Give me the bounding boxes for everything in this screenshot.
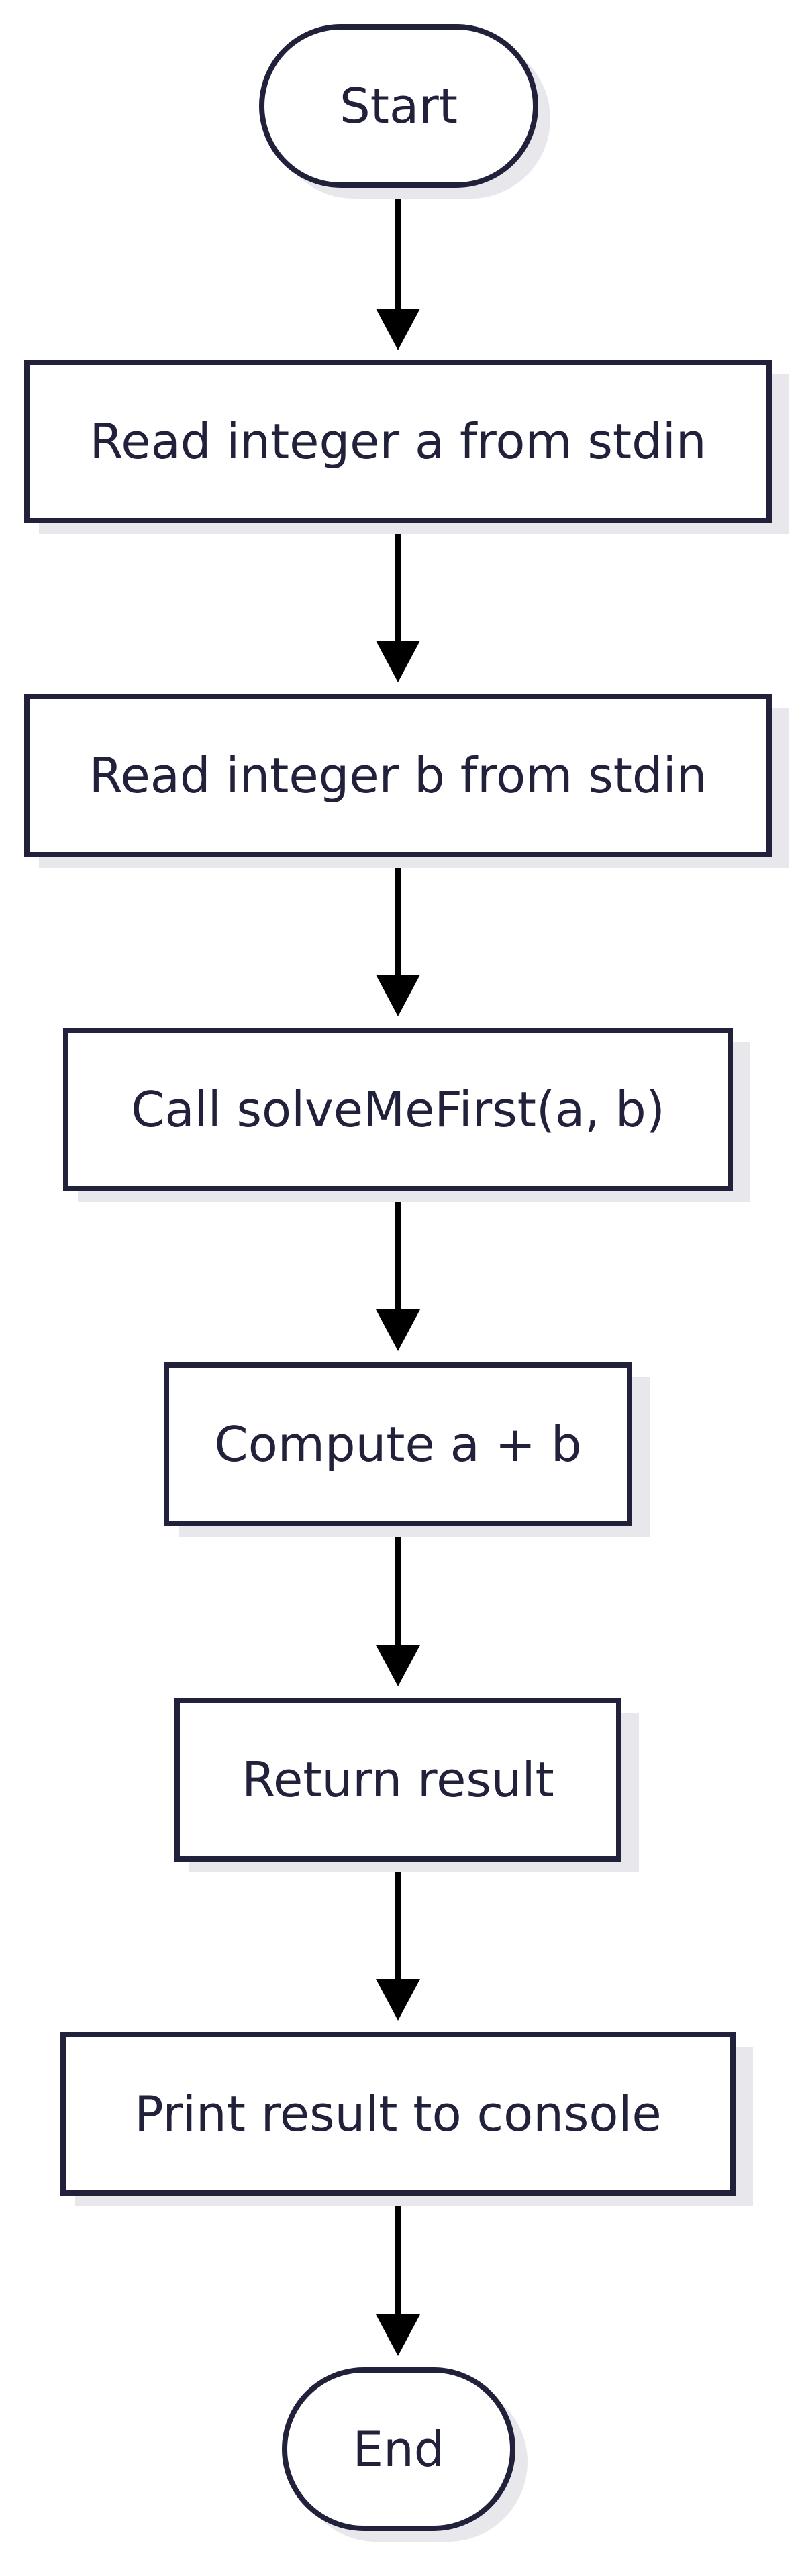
start-node: Start — [259, 24, 550, 199]
edge-print-to-end — [376, 2196, 420, 2356]
edge-read-b-to-call — [376, 857, 420, 1016]
call-label: Call solveMeFirst(a, b) — [131, 1081, 664, 1138]
read-a-node: Read integer a from stdin — [24, 360, 789, 534]
return-label: Return result — [242, 1752, 554, 1808]
print-node: Print result to console — [60, 2032, 753, 2206]
edge-return-to-print — [376, 1862, 420, 2021]
edge-read-a-to-read-b — [376, 523, 420, 682]
end-label: End — [353, 2421, 445, 2477]
edge-call-to-compute — [376, 1191, 420, 1351]
edge-compute-to-return — [376, 1526, 420, 1686]
compute-label: Compute a + b — [214, 1416, 581, 1472]
print-label: Print result to console — [134, 2086, 661, 2142]
read-a-label: Read integer a from stdin — [90, 413, 707, 470]
start-label: Start — [340, 78, 458, 134]
end-node: End — [282, 2367, 528, 2542]
read-b-label: Read integer b from stdin — [89, 747, 707, 804]
compute-node: Compute a + b — [164, 1362, 650, 1537]
edges-layer — [376, 188, 420, 2356]
nodes-layer: Start Read integer a from stdin Read int… — [24, 24, 789, 2542]
read-b-node: Read integer b from stdin — [24, 694, 789, 868]
edge-start-to-read-a — [376, 188, 420, 350]
return-node: Return result — [174, 1698, 639, 1872]
call-node: Call solveMeFirst(a, b) — [63, 1028, 750, 1202]
